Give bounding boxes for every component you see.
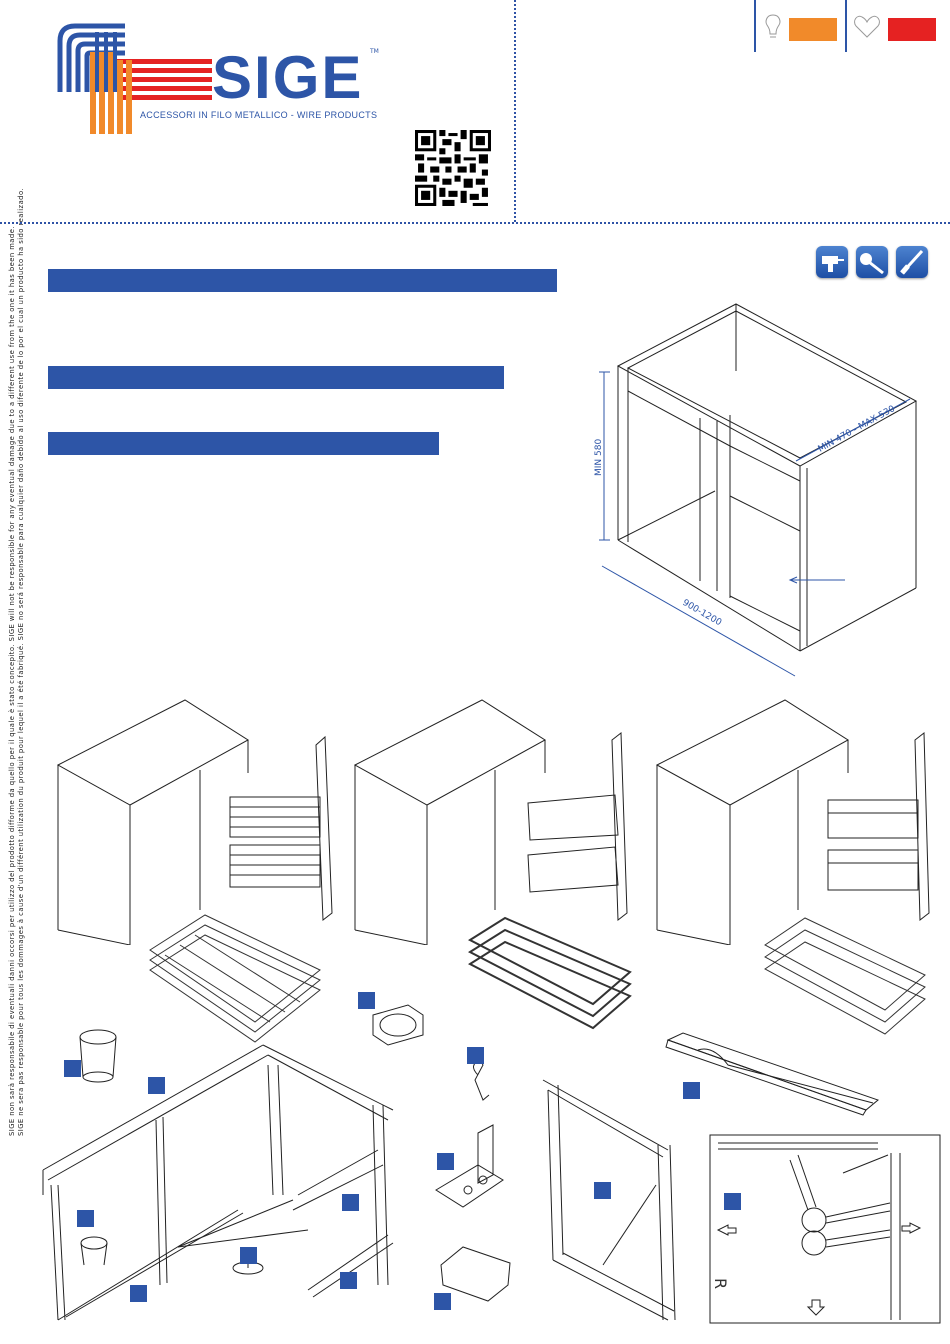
red-swatch <box>888 18 936 41</box>
depth-dimension-label: MIN 470 - MAX 530 <box>817 404 898 455</box>
hardware-parts-drawing: R <box>42 1004 941 1324</box>
screwdriver-icon <box>896 246 928 278</box>
floor-plan-side-letter: R <box>711 1278 730 1289</box>
height-dimension-label: MIN 580 <box>594 439 604 476</box>
qr-code-icon <box>415 130 491 206</box>
part-tag <box>130 1285 147 1302</box>
part-tag <box>434 1293 451 1310</box>
brand-name: SIGE <box>212 44 364 111</box>
width-dimension-label: 900-1200 <box>681 598 724 628</box>
header-column-divider <box>514 0 516 222</box>
part-tag <box>64 1060 81 1077</box>
part-tag <box>358 992 375 1009</box>
part-tag <box>240 1247 257 1264</box>
swatch-divider <box>845 0 847 52</box>
part-tag <box>724 1193 741 1210</box>
part-tag <box>437 1153 454 1170</box>
sige-logo <box>57 23 212 134</box>
part-tag <box>148 1077 165 1094</box>
lightbulb-icon <box>765 14 781 38</box>
part-tag <box>683 1082 700 1099</box>
section-bar-2 <box>48 366 504 389</box>
swatch-divider <box>754 0 756 52</box>
part-tag <box>467 1047 484 1064</box>
drill-icon <box>816 246 848 278</box>
section-bar-1 <box>48 269 557 292</box>
part-tag <box>77 1210 94 1227</box>
basket-options <box>149 914 926 1043</box>
brand-tagline: ACCESSORI IN FILO METALLICO - WIRE PRODU… <box>140 110 378 120</box>
disclaimer-text: SIGE non sarà responsabile di eventuali … <box>8 187 25 1136</box>
screwdriver-bit-icon <box>856 246 888 278</box>
heart-icon <box>854 15 880 38</box>
part-tag <box>340 1272 357 1289</box>
section-bar-3 <box>48 432 439 455</box>
trademark: TM <box>370 48 379 55</box>
part-tag <box>342 1194 359 1211</box>
cabinet-variants <box>56 699 930 945</box>
part-tag <box>594 1182 611 1199</box>
cabinet-dimension-drawing: MIN 580 MIN 470 - MAX 530 900-1200 <box>594 303 918 677</box>
header-divider <box>0 222 950 224</box>
orange-swatch <box>789 18 837 41</box>
